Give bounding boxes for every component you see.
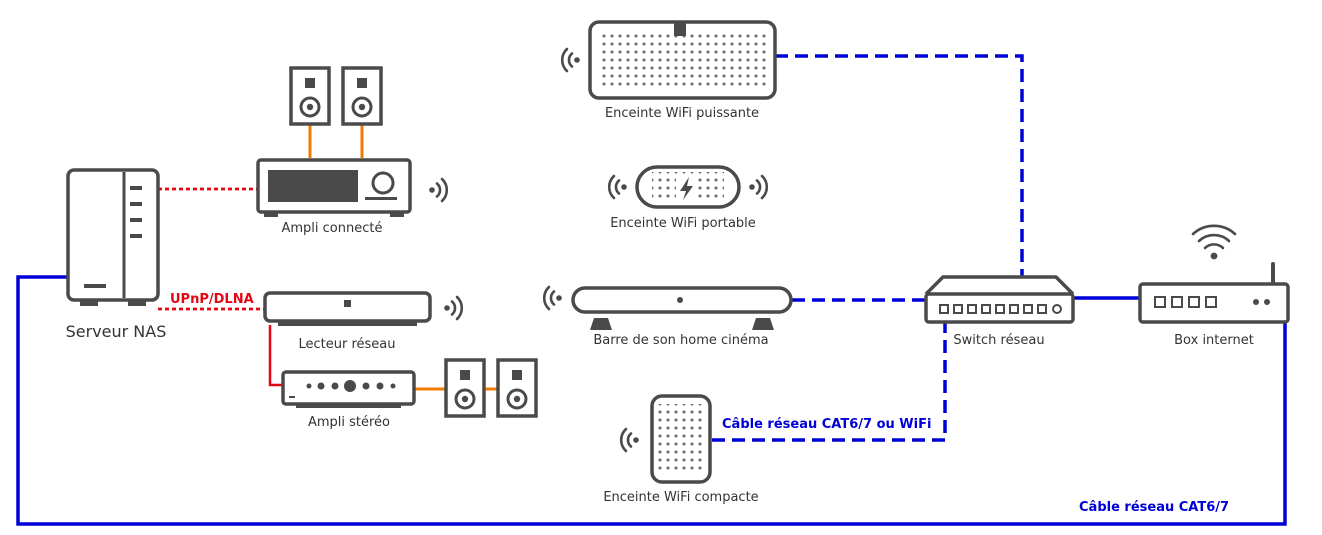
cat-cable-nas-box [16,275,1287,526]
box-internet: Box internet [1138,224,1290,348]
enceinte-wifi-puissante: Enceinte WiFi puissante [560,20,777,121]
speaker-right-icon [496,358,538,418]
wifi-signal-icon [747,174,769,200]
speaker-cables [308,124,498,391]
lecteur-reseau: Lecteur réseau [263,291,464,352]
ethernet-or-wifi-links [712,54,1024,442]
nas-server: Serveur NAS [66,168,167,341]
ampli-connecte: Ampli connecté [256,66,449,236]
wifi-signal-icon [542,285,564,311]
ethernet-cables [16,275,1287,526]
link-lecteur-ampli [268,325,283,387]
label-upnp: UPnP/DLNA [170,292,254,307]
label-barre-de-son: Barre de son home cinéma [593,333,768,348]
switch-reseau: Switch réseau [924,275,1075,348]
enceinte-wifi-portable: Enceinte WiFi portable [607,165,769,231]
wifi-signal-icon [560,47,582,73]
barre-de-son: Barre de son home cinéma [542,285,793,348]
wifi-signal-icon [1191,224,1237,260]
label-enceinte-compacte: Enceinte WiFi compacte [603,490,758,505]
wifi-signal-icon [442,295,464,321]
wifi-signal-icon [619,427,641,453]
wifi-signal-icon [427,177,449,203]
label-lecteur-reseau: Lecteur réseau [298,337,395,352]
ampli-stereo: Ampli stéréo [281,358,538,430]
label-switch: Switch réseau [953,333,1044,348]
label-cat: Câble réseau CAT6/7 [1079,500,1229,515]
speaker-right-icon [341,66,383,126]
wifi-signal-icon [607,174,629,200]
link-switch-enceinte-compacte [712,320,947,442]
label-nas: Serveur NAS [66,322,167,341]
speaker-left-icon [444,358,486,418]
label-enceinte-puissante: Enceinte WiFi puissante [605,106,759,121]
link-switch-enceinte-puissante [775,54,1024,278]
label-cat-or-wifi: Câble réseau CAT6/7 ou WiFi [722,417,931,432]
enceinte-wifi-compacte: Enceinte WiFi compacte [603,394,759,505]
label-box: Box internet [1174,333,1254,348]
speaker-left-icon [289,66,331,126]
upnp-links [158,187,265,311]
label-enceinte-portable: Enceinte WiFi portable [610,216,756,231]
label-ampli-connecte: Ampli connecté [282,221,383,236]
label-ampli-stereo: Ampli stéréo [308,415,390,430]
